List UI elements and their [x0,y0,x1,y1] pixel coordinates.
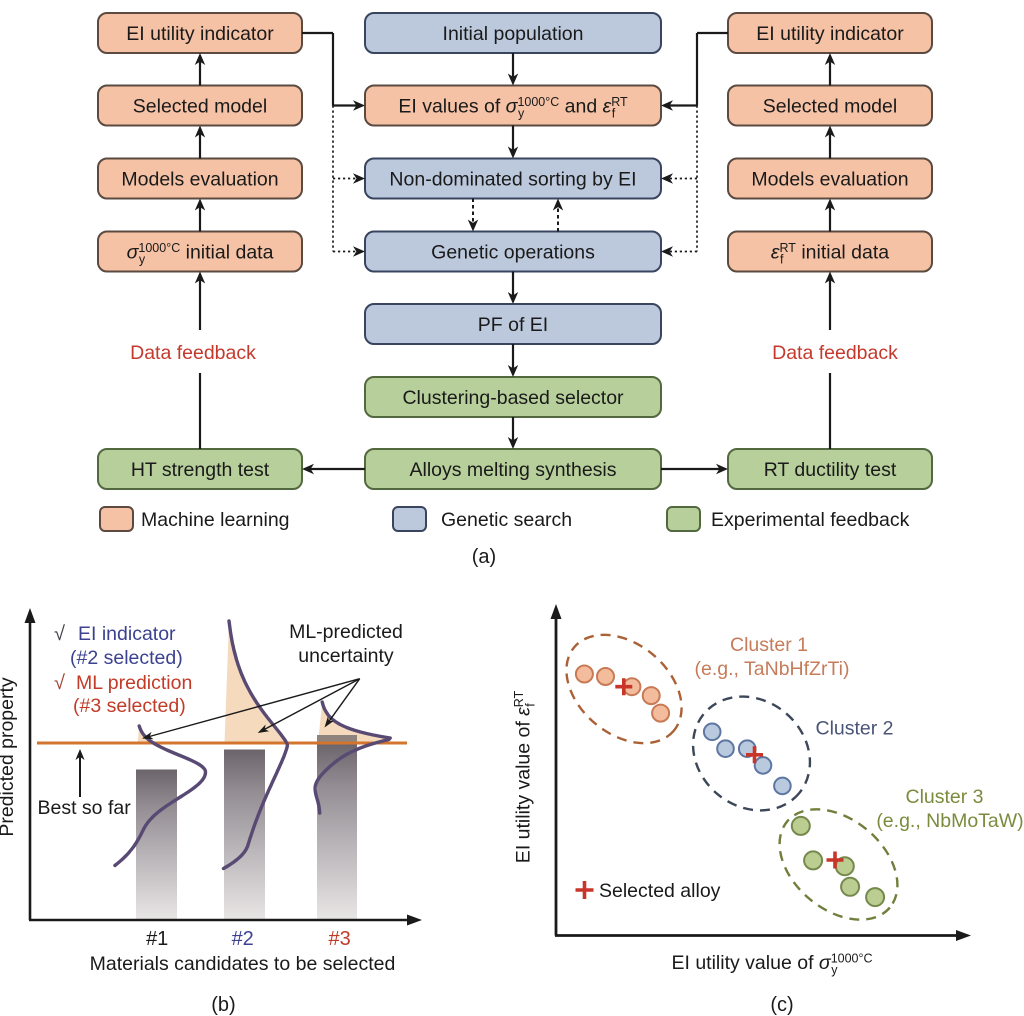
svg-text:1000°C: 1000°C [138,241,180,255]
svg-text:y: y [518,107,525,121]
svg-text:Selected model: Selected model [763,96,897,118]
svg-text:initial data: initial data [796,242,889,264]
svg-text:EI utility indicator: EI utility indicator [756,23,904,45]
svg-text:ε: ε [771,242,780,264]
svg-text:Data feedback: Data feedback [772,342,898,364]
svg-text:ε: ε [513,707,535,716]
svg-text:σ: σ [819,952,832,974]
svg-text:Alloys melting synthesis: Alloys melting synthesis [410,459,617,481]
svg-text:#1: #1 [146,928,168,950]
svg-text:#3: #3 [328,928,350,950]
svg-text:Data feedback: Data feedback [130,342,256,364]
svg-text:f: f [524,703,538,707]
svg-text:Cluster 2: Cluster 2 [815,718,893,740]
svg-text:y: y [831,963,838,977]
svg-text:Models evaluation: Models evaluation [751,169,908,191]
svg-text:PF of EI: PF of EI [478,314,548,336]
svg-text:(#2 selected): (#2 selected) [70,647,183,669]
svg-text:Materials candidates to be sel: Materials candidates to be selected [90,953,396,975]
svg-text:Cluster 1: Cluster 1 [730,634,808,656]
svg-text:Best so far: Best so far [38,797,132,819]
svg-text:Initial population: Initial population [443,23,584,45]
svg-text:EI utility value of: EI utility value of [672,952,819,974]
svg-text:#2: #2 [232,928,254,950]
svg-text:RT: RT [512,690,526,707]
svg-text:RT: RT [780,241,797,255]
svg-text:(b): (b) [211,994,235,1016]
svg-text:Predicted property: Predicted property [0,677,18,837]
svg-text:(a): (a) [472,546,496,568]
svg-text:f: f [780,253,784,267]
svg-text:σ: σ [127,242,140,264]
svg-text:RT: RT [611,95,628,109]
svg-text:f: f [612,107,616,121]
svg-text:(e.g., TaNbHfZrTi): (e.g., TaNbHfZrTi) [695,658,850,680]
svg-text:Cluster 3: Cluster 3 [905,786,983,808]
svg-text:Machine learning: Machine learning [141,509,290,531]
svg-text:HT strength test: HT strength test [131,459,270,481]
svg-text:EI indicator: EI indicator [78,623,176,645]
svg-text:Selected model: Selected model [133,96,267,118]
svg-text:1000°C: 1000°C [517,95,559,109]
svg-text:(e.g., NbMoTaW): (e.g., NbMoTaW) [876,810,1023,832]
svg-text:Clustering-based selector: Clustering-based selector [402,387,624,409]
svg-text:Non-dominated sorting by EI: Non-dominated sorting by EI [389,169,636,191]
svg-text:RT ductility test: RT ductility test [764,459,897,481]
svg-text:(#3 selected): (#3 selected) [73,695,186,717]
svg-text:Models evaluation: Models evaluation [121,169,278,191]
svg-text:Genetic search: Genetic search [441,509,572,531]
svg-text:Experimental feedback: Experimental feedback [711,509,910,531]
svg-text:1000°C: 1000°C [831,952,873,966]
svg-text:√: √ [54,672,65,694]
svg-text:and: and [559,96,602,118]
svg-text:y: y [139,253,146,267]
svg-text:ML prediction: ML prediction [76,672,192,694]
svg-text:EI values of: EI values of [398,96,505,118]
svg-text:Selected alloy: Selected alloy [599,880,721,902]
svg-text:σ: σ [506,96,519,118]
svg-text:ML-predicted: ML-predicted [289,621,403,643]
svg-text:ε: ε [603,96,612,118]
svg-text:√: √ [54,623,65,645]
svg-text:uncertainty: uncertainty [298,645,394,667]
svg-text:EI utility value of: EI utility value of [513,716,535,863]
svg-text:Genetic operations: Genetic operations [431,242,595,264]
svg-text:(c): (c) [770,994,793,1016]
svg-text:EI utility indicator: EI utility indicator [126,23,274,45]
svg-text:initial data: initial data [180,242,273,264]
